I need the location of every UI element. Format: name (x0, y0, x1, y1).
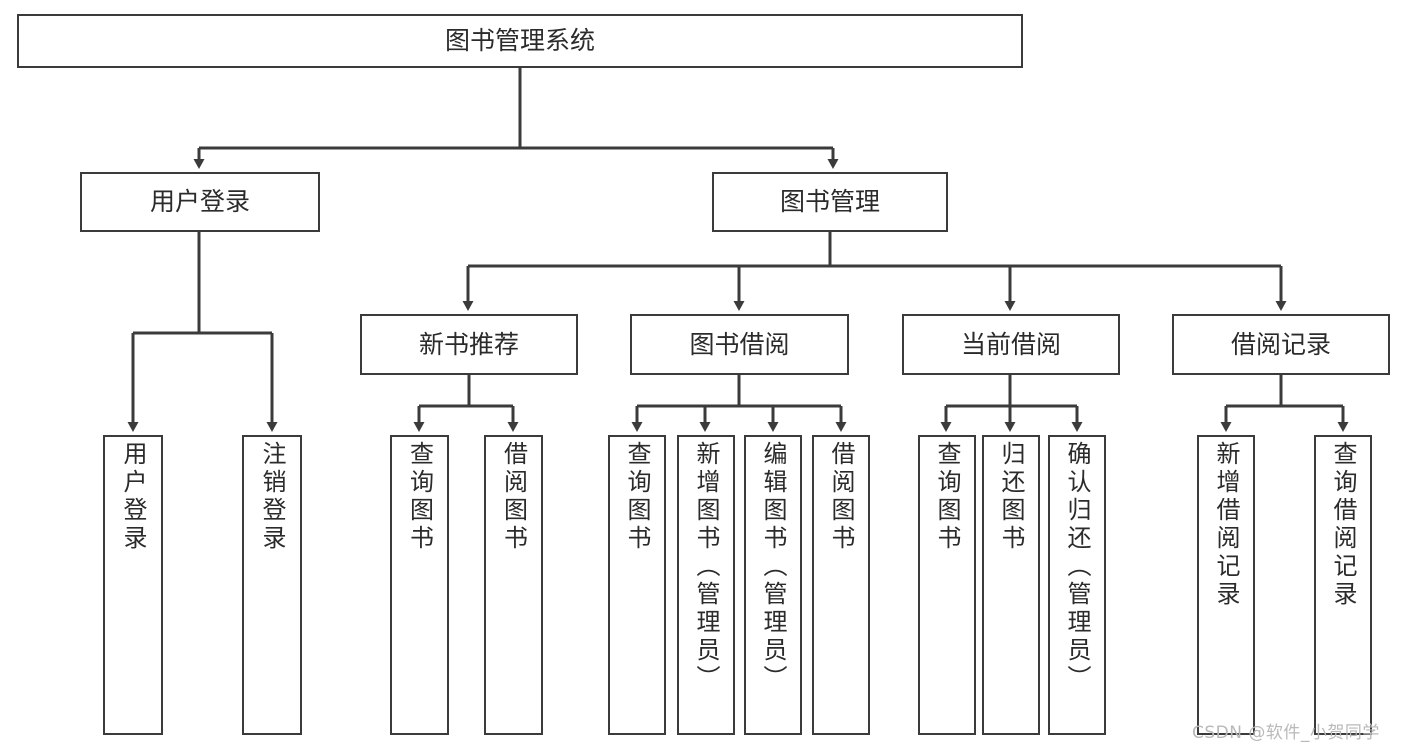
leaf-record-query-record[interactable]: 查询借阅记录 (1314, 435, 1372, 735)
leaf-borrow-borrow-book[interactable]: 借阅图书 (812, 435, 870, 735)
node-label: 图书管理 (779, 187, 880, 216)
csdn-watermark: CSDN @软件_小贺同学 (1192, 723, 1380, 743)
leaf-record-add-record[interactable]: 新增借阅记录 (1197, 435, 1255, 735)
node-label: 借阅图书 (499, 441, 528, 553)
node-label: 用户登录 (149, 187, 250, 216)
leaf-recommend-query-book[interactable]: 查询图书 (390, 435, 449, 735)
node-label: 用户登录 (119, 441, 147, 553)
node-new-book-recommend[interactable]: 新书推荐 (360, 314, 578, 375)
node-label: 新增借阅记录 (1212, 441, 1240, 609)
node-label: 归还图书 (997, 441, 1025, 553)
node-label: 编辑图书（管理员） (759, 441, 787, 693)
node-current-borrow[interactable]: 当前借阅 (902, 314, 1120, 375)
node-label: 查询图书 (405, 441, 434, 553)
leaf-borrow-add-book[interactable]: 新增图书（管理员） (677, 435, 735, 735)
node-book-management[interactable]: 图书管理 (712, 172, 948, 232)
leaf-recommend-borrow-book[interactable]: 借阅图书 (484, 435, 543, 735)
leaf-borrow-query-book[interactable]: 查询图书 (608, 435, 666, 735)
leaf-borrow-edit-book[interactable]: 编辑图书（管理员） (744, 435, 802, 735)
node-label: 新增图书（管理员） (692, 441, 720, 693)
node-label: 确认归还（管理员） (1063, 441, 1091, 693)
node-label: 当前借阅 (960, 329, 1061, 359)
node-label: 借阅记录 (1230, 329, 1331, 359)
leaf-current-query-book[interactable]: 查询图书 (918, 435, 976, 735)
node-label: 查询借阅记录 (1329, 441, 1357, 609)
node-label: 图书借阅 (689, 329, 790, 359)
leaf-user-login-login[interactable]: 用户登录 (103, 435, 163, 735)
leaf-user-login-logout[interactable]: 注销登录 (242, 435, 302, 735)
node-label: 借阅图书 (827, 441, 855, 553)
node-label: 图书管理系统 (444, 26, 595, 55)
node-label: 查询图书 (933, 441, 961, 553)
leaf-current-return-book[interactable]: 归还图书 (982, 435, 1040, 735)
node-user-login[interactable]: 用户登录 (80, 172, 320, 232)
node-borrow-record[interactable]: 借阅记录 (1172, 314, 1390, 375)
node-label: 查询图书 (623, 441, 651, 553)
node-book-borrow[interactable]: 图书借阅 (630, 314, 849, 375)
node-label: 新书推荐 (418, 329, 519, 359)
node-label: 注销登录 (258, 441, 286, 553)
node-root-system[interactable]: 图书管理系统 (17, 14, 1023, 68)
leaf-current-confirm-return[interactable]: 确认归还（管理员） (1048, 435, 1106, 735)
